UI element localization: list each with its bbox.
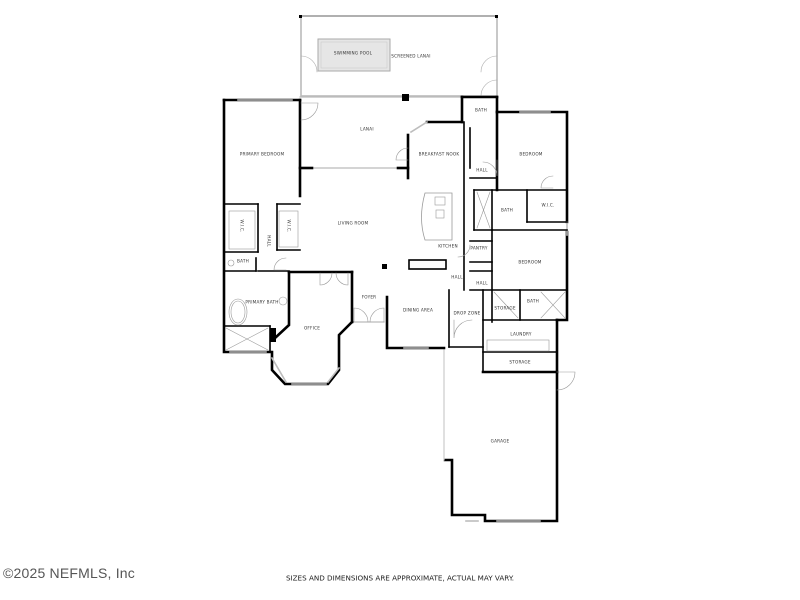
room-label-bedroom-1: BEDROOM: [519, 151, 543, 157]
room-label-living-room: LIVING ROOM: [337, 220, 369, 226]
room-label-wic-left-1: W.I.C.: [239, 219, 245, 233]
room-label-hall-small: HALL: [476, 280, 488, 286]
column: [270, 328, 276, 342]
room-label-primary-bedroom: PRIMARY BEDROOM: [239, 151, 285, 157]
room-label-storage-1: STORAGE: [494, 305, 516, 311]
room-label-foyer: FOYER: [361, 294, 377, 300]
room-label-laundry: LAUNDRY: [510, 331, 532, 337]
room-label-bath-middle: BATH: [501, 207, 513, 213]
room-label-lanai: LANAI: [360, 126, 374, 132]
room-label-kitchen: KITCHEN: [438, 243, 458, 249]
screened-lanai-walls: [299, 15, 498, 97]
room-label-storage-2: STORAGE: [509, 359, 531, 365]
room-label-garage: GARAGE: [490, 438, 510, 444]
swimming-pool: [317, 38, 391, 72]
room-label-drop-zone: DROP ZONE: [453, 310, 481, 316]
kitchen-island: [421, 192, 453, 241]
room-label-wic-left-2: W.I.C.: [286, 219, 292, 233]
doors: [273, 102, 576, 391]
room-label-bath-primary-wc: BATH: [237, 258, 249, 264]
copyright-watermark: ©2025 NEFMLS, Inc: [3, 565, 135, 581]
disclaimer-text: SIZES AND DIMENSIONS ARE APPROXIMATE, AC…: [285, 573, 515, 583]
room-label-hall-left: HALL: [266, 235, 272, 247]
room-label-screened-lanai: SCREENED LANAI: [391, 53, 431, 59]
windows: [229, 99, 568, 522]
room-label-office: OFFICE: [303, 325, 321, 331]
room-label-hall-upper: HALL: [476, 167, 488, 173]
room-label-bedroom-2: BEDROOM: [518, 259, 542, 265]
fixtures: [225, 191, 566, 352]
room-label-hall-middle: HALL: [451, 274, 463, 280]
room-label-bath-upper: BATH: [475, 107, 487, 113]
room-label-breakfast-nook: BREAKFAST NOOK: [418, 151, 460, 157]
column: [402, 94, 409, 101]
room-label-dining-area: DINING AREA: [402, 307, 434, 313]
room-label-pantry: PANTRY: [470, 245, 488, 251]
interior-walls: [223, 121, 568, 373]
column: [382, 264, 387, 269]
room-label-primary-bath: PRIMARY BATH: [245, 299, 279, 305]
room-label-wic-right: W.I.C.: [541, 202, 555, 208]
room-label-bath-lower: BATH: [527, 298, 539, 304]
room-label-swimming-pool: SWIMMING POOL: [333, 50, 373, 56]
